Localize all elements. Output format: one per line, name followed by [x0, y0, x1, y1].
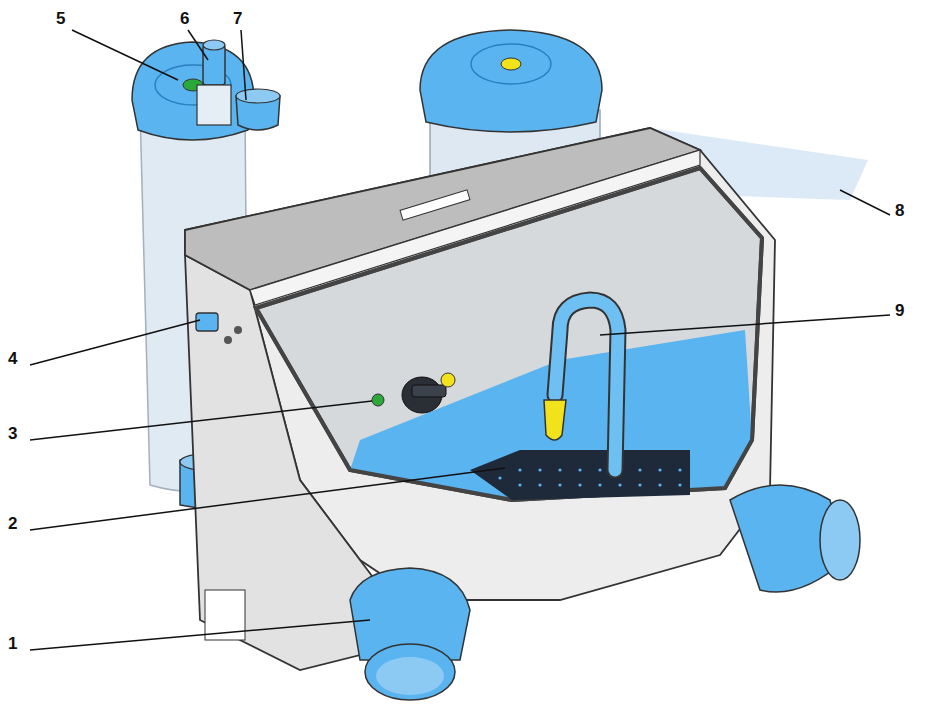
- callout-number: 2: [8, 515, 17, 532]
- callout-number: 5: [56, 10, 65, 27]
- callout-number: 6: [180, 10, 189, 27]
- callout-number: 4: [8, 350, 17, 367]
- callout-number: 8: [895, 202, 904, 219]
- callout-number: 9: [895, 302, 904, 319]
- callout-number: 1: [8, 635, 17, 652]
- callout-number: 7: [233, 10, 242, 27]
- callout-number: 3: [8, 425, 17, 442]
